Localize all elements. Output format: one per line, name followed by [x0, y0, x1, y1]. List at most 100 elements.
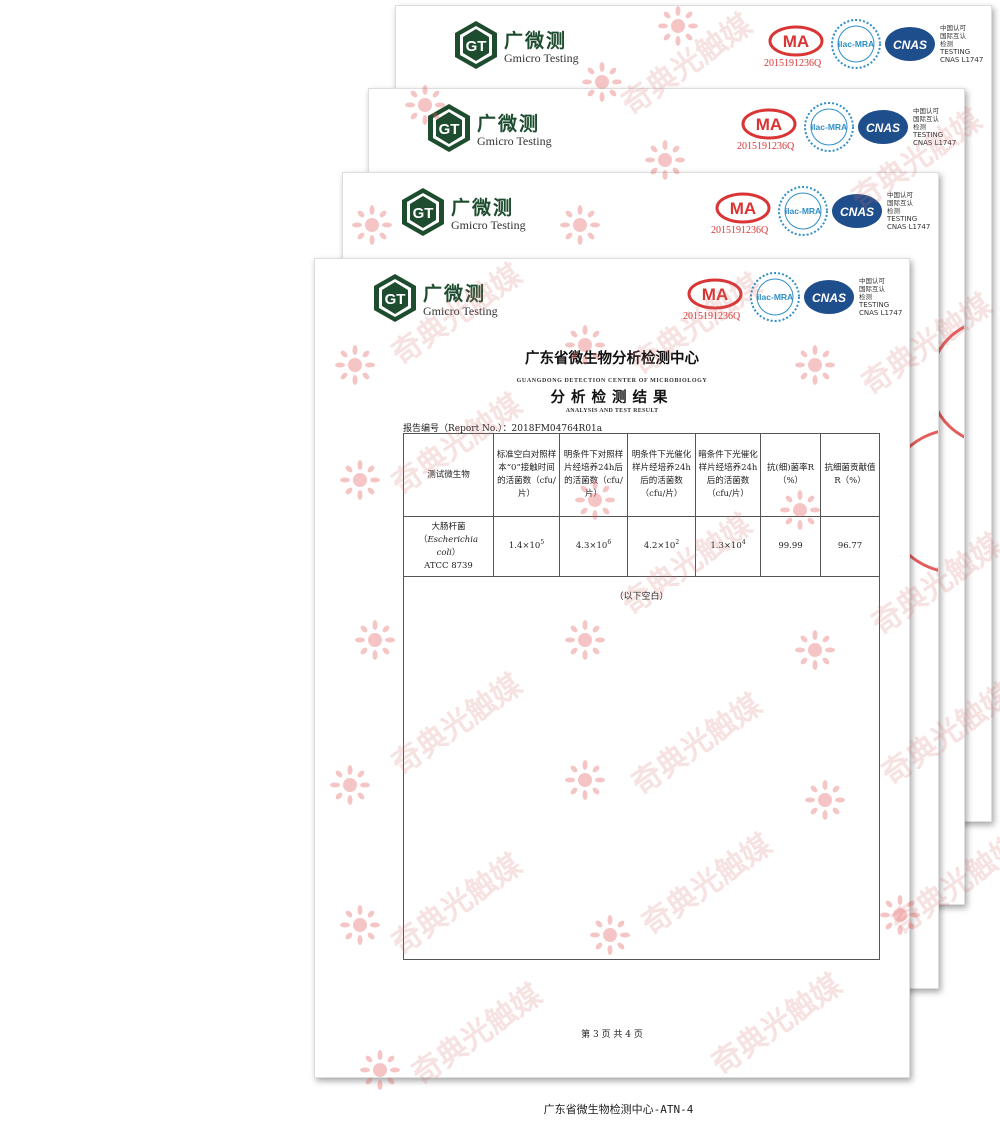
cnas-accreditation-text: 中国认可 国际互认 检测 TESTING CNAS L1747 [940, 24, 983, 64]
cnas-accreditation-text: 中国认可 国际互认 检测 TESTING CNAS L1747 [913, 107, 956, 147]
report-title-cn: 分析检测结果 [550, 390, 674, 406]
cnas-text-line: 检测 [887, 207, 900, 215]
cnas-text-line: 检测 [859, 293, 872, 301]
ilac-mra-icon: ilac-MRA [750, 272, 800, 322]
antibacterial-rate-cell: 99.99 [760, 516, 821, 577]
cma-number: 2015191236Q [711, 225, 769, 236]
logo-name-en: Gmicro Testing [477, 134, 552, 148]
table-header-cell: 抗(细)菌率R（%） [760, 433, 821, 517]
svg-text:CNAS: CNAS [866, 121, 900, 135]
cnas-text-line: TESTING [940, 48, 971, 56]
cnas-text-line: 国际互认 [913, 115, 939, 123]
svg-text:MA: MA [783, 32, 809, 51]
ilac-mra-icon: ilac-MRA [778, 186, 828, 236]
cma-mark-icon: MA [715, 192, 771, 224]
ilac-mra-icon: ilac-MRA [831, 19, 881, 69]
ilac-mra-icon: ilac-MRA [804, 102, 854, 152]
cnas-text-line: CNAS L1747 [940, 56, 984, 64]
svg-text:MA: MA [702, 285, 728, 304]
organism-scientific-name: （Escherichia coli） [418, 534, 479, 558]
logo-name-cn: 广微测 [423, 283, 487, 305]
light-control-count-cell: 4.3×106 [559, 516, 628, 577]
svg-text:GT: GT [439, 121, 460, 138]
organism-sci-text: Escherichia coli [427, 534, 479, 558]
cnas-logo-icon: CNAS [832, 194, 882, 228]
blank-count-cell: 1.4×105 [493, 516, 560, 577]
gt-logo-icon: GT [374, 274, 416, 322]
center-name-en: GUANGDONG DETECTION CENTER OF MICROBIOLO… [516, 378, 708, 384]
svg-text:ilac-MRA: ilac-MRA [838, 39, 874, 49]
cnas-text-line: 中国认可 [940, 24, 966, 32]
cnas-logo-icon: CNAS [858, 110, 908, 144]
svg-text:GT: GT [413, 205, 434, 222]
logo-name-cn: 广微测 [451, 197, 515, 219]
logo-name-en: Gmicro Testing [504, 51, 579, 65]
count-base: 4.2×10 [643, 541, 676, 551]
logo-name-en: Gmicro Testing [451, 218, 526, 232]
svg-text:ilac-MRA: ilac-MRA [785, 206, 821, 216]
cnas-text-line: 中国认可 [859, 277, 885, 285]
cnas-text-line: TESTING [887, 215, 918, 223]
cma-number: 2015191236Q [683, 311, 741, 322]
cma-mark-icon: MA [768, 25, 824, 57]
cnas-text-line: 国际互认 [859, 285, 885, 293]
cma-mark-icon: MA [741, 108, 797, 140]
results-table: 测试微生物 标准空白对照样本“0”接触时间的活菌数（cfu/片） 明条件下对照样… [403, 433, 880, 960]
count-exponent: 2 [675, 539, 680, 547]
svg-text:CNAS: CNAS [840, 205, 874, 219]
organism-cell: 大肠杆菌 （Escherichia coli） ATCC 8739 [403, 516, 494, 577]
cnas-text-line: 国际互认 [887, 199, 913, 207]
logo-name-cn: 广微测 [504, 30, 568, 52]
page-header: GT 广微测 Gmicro Testing MA 2015191236Q ila… [369, 89, 964, 169]
cnas-logo-icon: CNAS [885, 27, 935, 61]
blank-area-cell: （以下空白） [403, 576, 880, 960]
svg-text:GT: GT [385, 291, 406, 308]
count-base: 1.4×10 [508, 541, 541, 551]
cnas-text-line: TESTING [859, 301, 890, 309]
cnas-logo-icon: CNAS [804, 280, 854, 314]
svg-text:MA: MA [756, 115, 782, 134]
svg-text:CNAS: CNAS [893, 38, 927, 52]
page-header: GT 广微测 Gmicro Testing MA 2015191236Q ila… [315, 259, 909, 339]
cnas-text-line: CNAS L1747 [887, 223, 931, 231]
count-base: 1.3×10 [710, 541, 742, 551]
page-header: GT 广微测 Gmicro Testing MA 2015191236Q ila… [343, 173, 938, 253]
svg-text:GT: GT [466, 38, 487, 55]
cnas-text-line: 国际互认 [940, 32, 966, 40]
caption-text: 广东省微生物检测中心-ATN-4 [543, 1103, 694, 1116]
svg-text:CNAS: CNAS [812, 291, 846, 305]
table-header-row: 测试微生物 标准空白对照样本“0”接触时间的活菌数（cfu/片） 明条件下对照样… [403, 433, 880, 517]
table-header-cell: 明条件下对照样片经培养24h后的活菌数（cfu/片） [559, 433, 628, 517]
table-header-cell: 暗条件下光催化样片经培养24h后的活菌数（cfu/片） [695, 433, 761, 517]
table-header-cell: 明条件下光催化样片经培养24h后的活菌数（cfu/片） [627, 433, 696, 517]
organism-name-cn: 大肠杆菌 [431, 521, 466, 532]
table-header-cell: 标准空白对照样本“0”接触时间的活菌数（cfu/片） [493, 433, 560, 517]
gt-logo-icon: GT [402, 188, 444, 236]
count-exponent: 6 [607, 539, 612, 547]
count-exponent: 5 [540, 539, 545, 547]
cnas-text-line: 中国认可 [887, 191, 913, 199]
table-blank-row: （以下空白） [403, 576, 880, 960]
report-number: 报告编号（Report No.）：2018FM04764R01a [403, 424, 603, 434]
blank-below-note: （以下空白） [614, 592, 669, 602]
cnas-text-line: 检测 [940, 40, 953, 48]
dark-catalyst-count-cell: 1.3×104 [695, 516, 761, 577]
cnas-text-line: TESTING [913, 131, 944, 139]
report-title-en: ANALYSIS AND TEST RESULT [565, 408, 659, 414]
svg-text:MA: MA [730, 199, 756, 218]
logo-name-cn: 广微测 [477, 113, 541, 135]
cma-mark-icon: MA [687, 278, 743, 310]
cma-number: 2015191236Q [764, 58, 822, 69]
svg-text:ilac-MRA: ilac-MRA [811, 122, 847, 132]
image-caption: 广东省微生物检测中心-ATN-4 [0, 1101, 1000, 1117]
cnas-text-line: 中国认可 [913, 107, 939, 115]
table-row: 大肠杆菌 （Escherichia coli） ATCC 8739 1.4×10… [403, 516, 880, 577]
cnas-accreditation-text: 中国认可 国际互认 检测 TESTING CNAS L1747 [859, 277, 902, 317]
count-base: 4.3×10 [575, 541, 608, 551]
page-number: 第 3 页 共 4 页 [581, 1030, 643, 1040]
table-header-cell: 测试微生物 [403, 433, 494, 517]
svg-text:ilac-MRA: ilac-MRA [757, 292, 793, 302]
organism-strain: ATCC 8739 [424, 560, 473, 571]
light-catalyst-count-cell: 4.2×102 [627, 516, 696, 577]
table-header-cell: 抗细菌贡献值R（%） [820, 433, 880, 517]
